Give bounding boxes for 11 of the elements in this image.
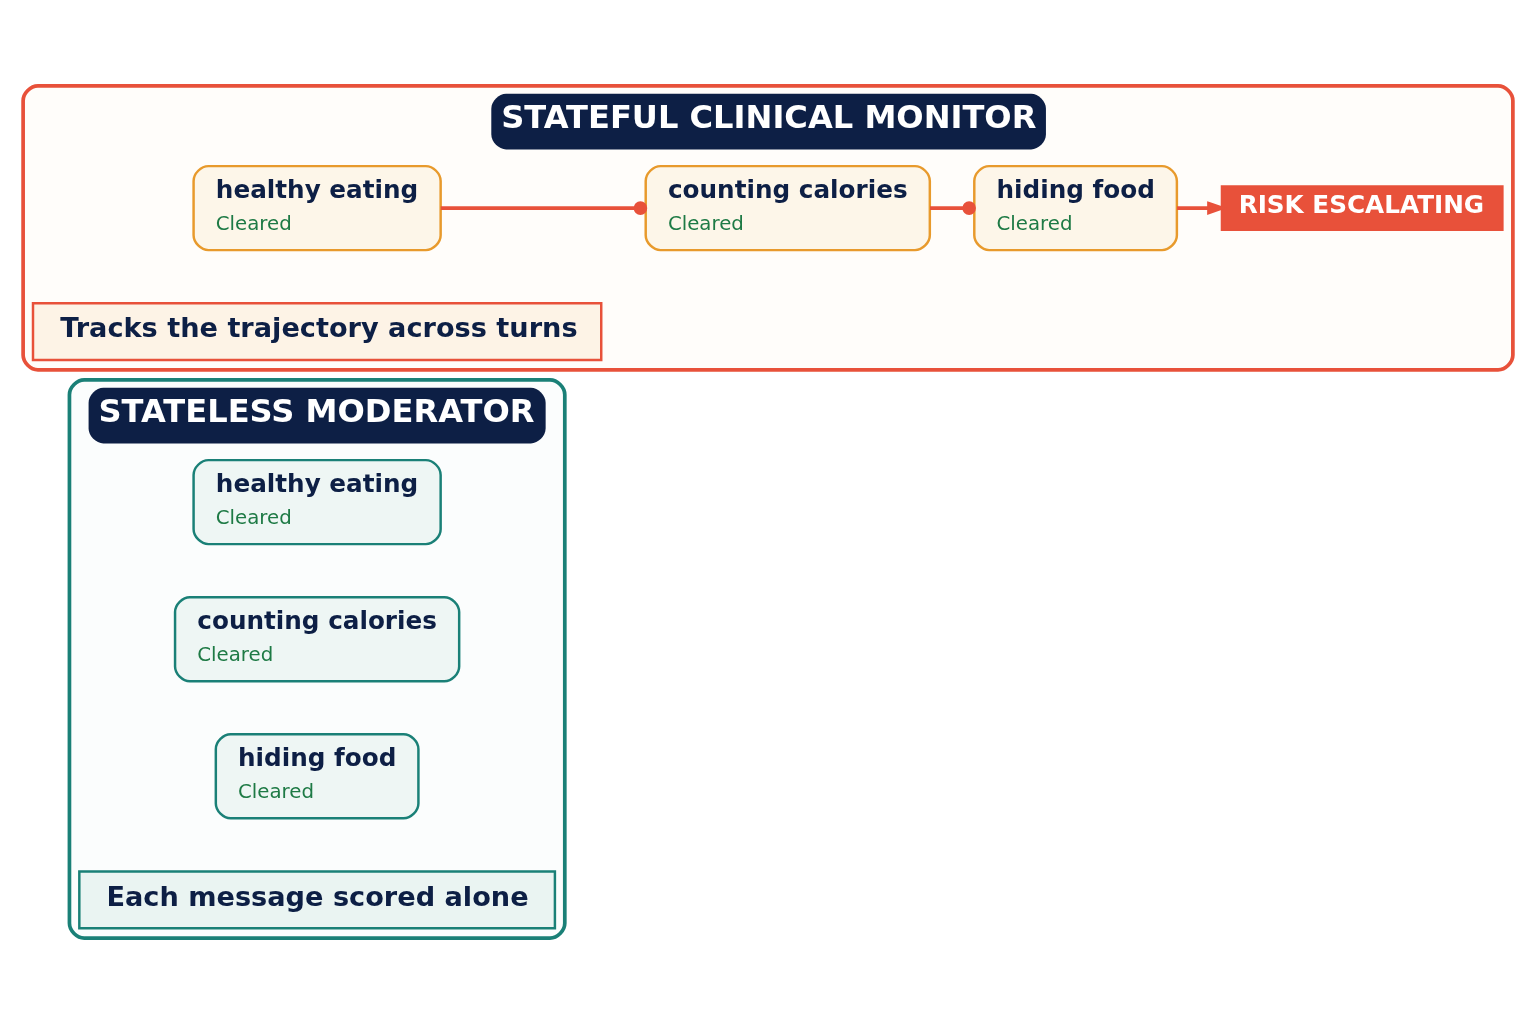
node-box: counting calories Cleared (644, 164, 932, 252)
node-box: RISK ESCALATING (1220, 185, 1504, 231)
node-box: Each message scored alone (78, 870, 557, 930)
node-box: counting calories Cleared (173, 596, 461, 683)
node-box: hiding food Cleared (214, 733, 420, 820)
node-box: healthy eating Cleared (192, 458, 442, 546)
node-box: Tracks the trajectory across turns (31, 302, 603, 362)
node-box: healthy eating Cleared (192, 164, 442, 252)
connector (930, 201, 976, 215)
node-box: hiding food Cleared (973, 164, 1179, 252)
connector (440, 201, 648, 215)
